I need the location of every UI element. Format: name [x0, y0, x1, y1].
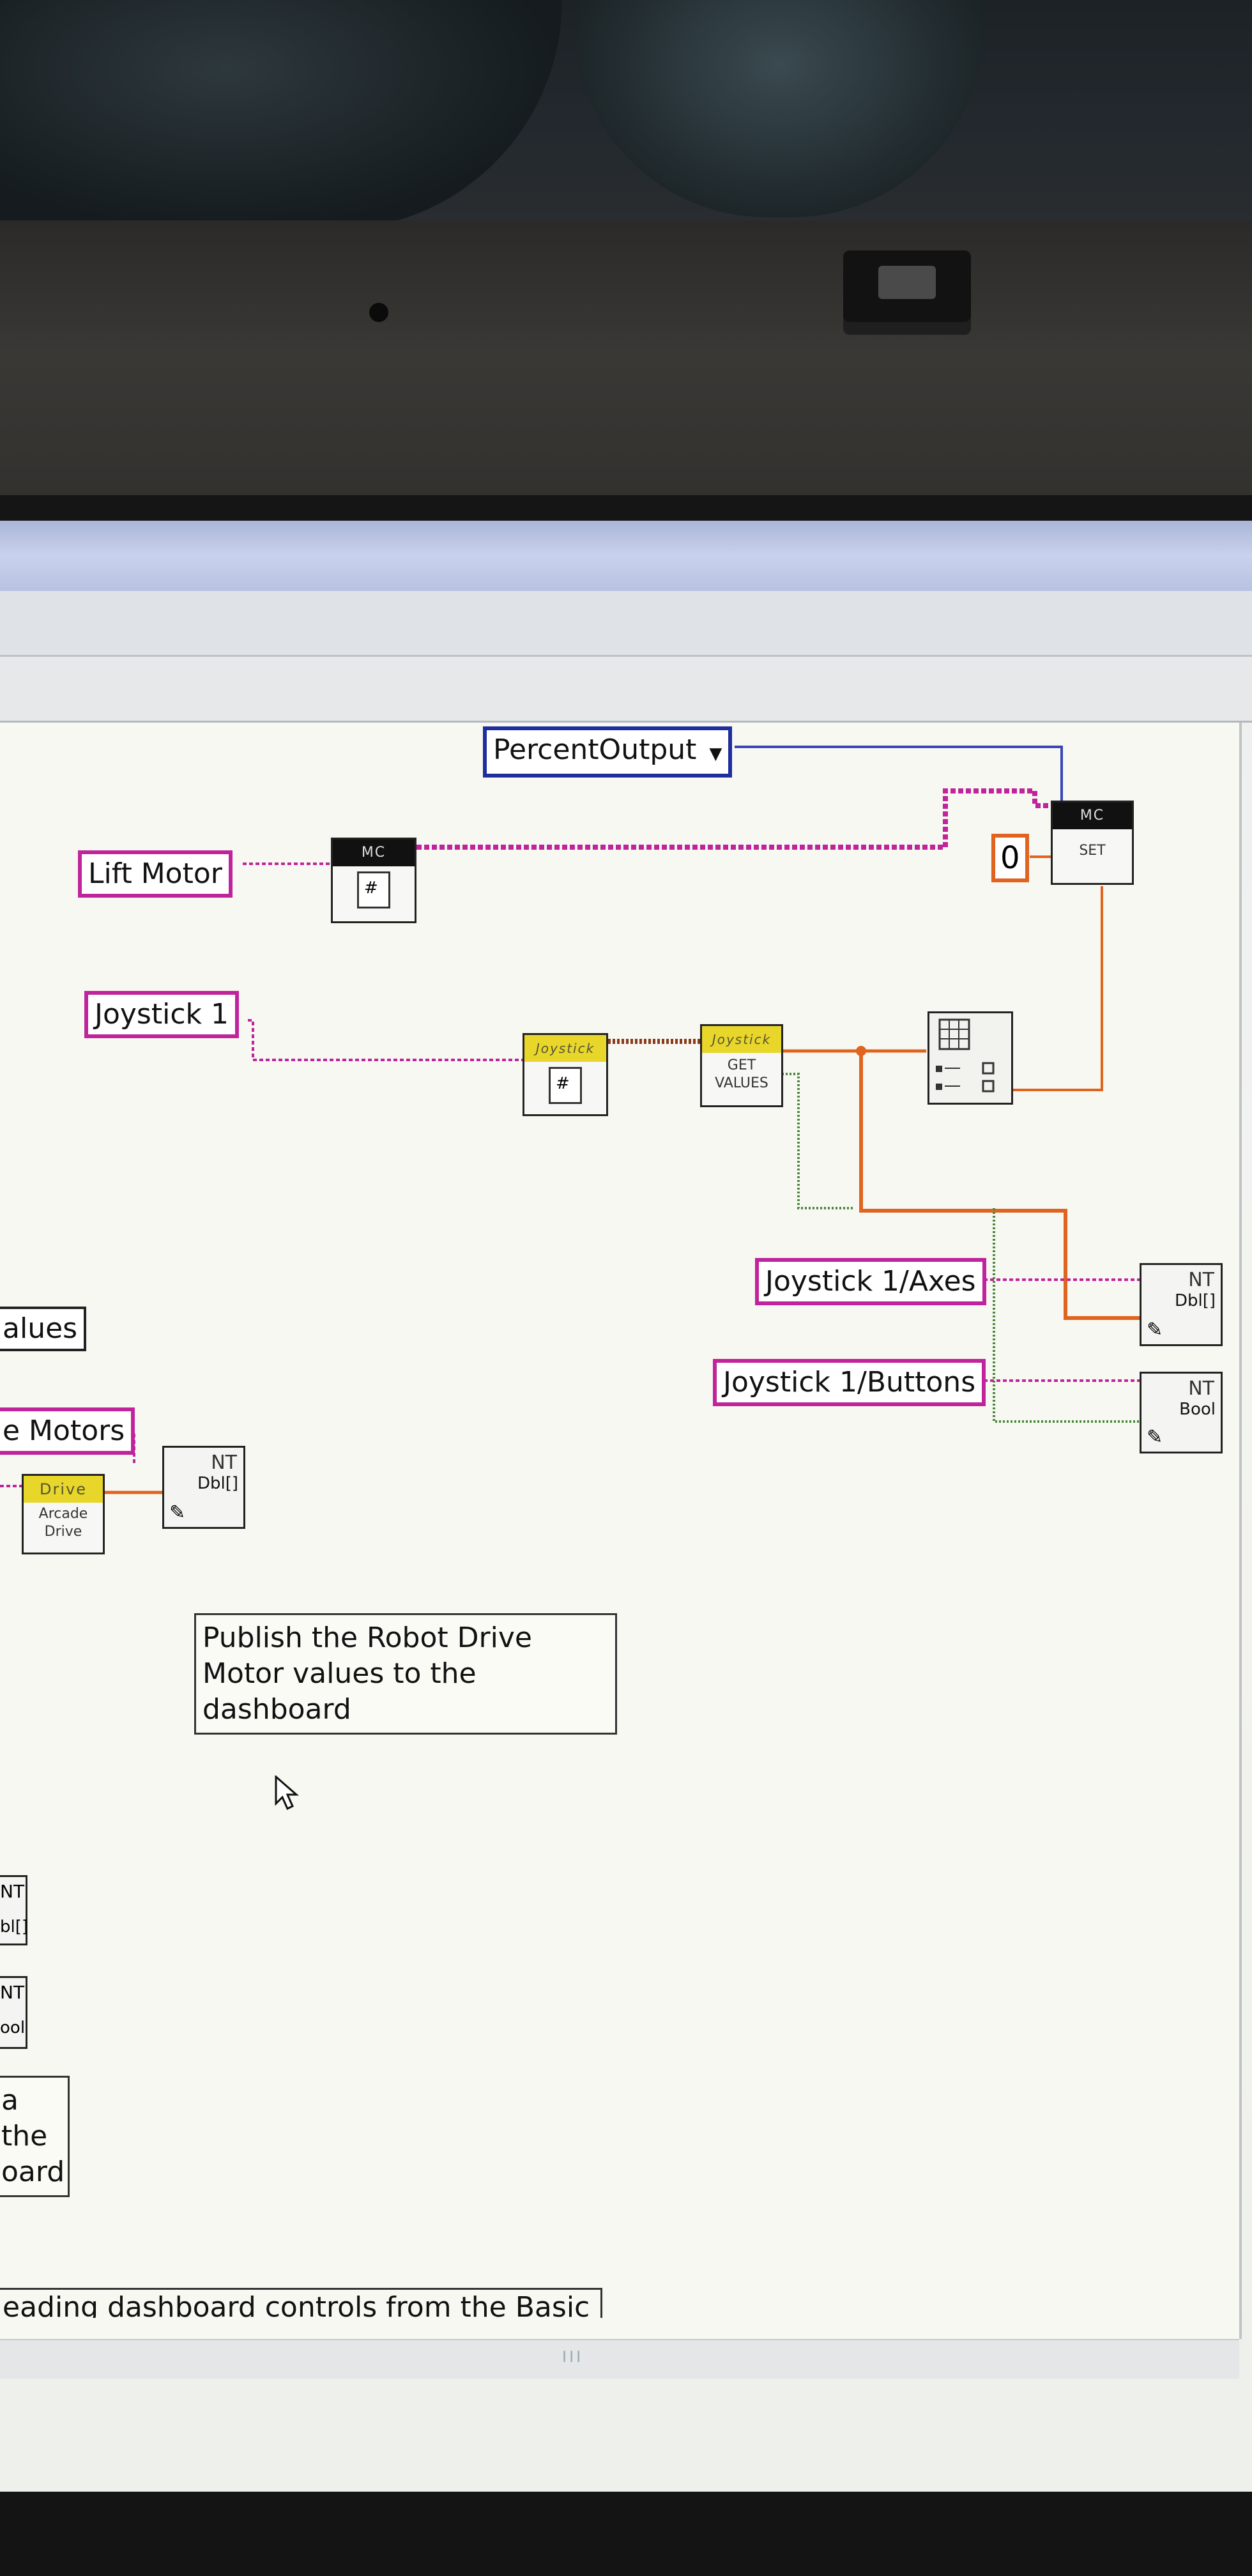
- nt-write-axes-node[interactable]: NT ✎ Dbl[]: [1140, 1263, 1223, 1346]
- laptop-bezel: [0, 220, 1252, 521]
- joystick-get-line2: VALUES: [715, 1075, 768, 1091]
- nt-type-label: Bool: [1179, 1400, 1216, 1419]
- nt-tag-label: NT: [1188, 1377, 1214, 1400]
- arcade-drive-line2: Drive: [44, 1524, 82, 1540]
- nt-partial-tag: NT: [0, 1982, 25, 2003]
- values-partial-label: alues: [3, 1312, 78, 1345]
- nt-type-label: Dbl[]: [1174, 1291, 1216, 1310]
- horizontal-scrollbar[interactable]: [0, 2339, 1239, 2379]
- arcade-drive-header: Drive: [24, 1476, 103, 1503]
- lift-motor-control[interactable]: Lift Motor: [78, 850, 233, 898]
- drive-motors-control-partial[interactable]: e Motors: [0, 1407, 135, 1455]
- refnum-symbol: #: [556, 1074, 570, 1093]
- nt-partial-node-2[interactable]: NT ool: [0, 1976, 27, 2049]
- joystick-buttons-control[interactable]: Joystick 1/Buttons: [713, 1359, 986, 1406]
- dropdown-arrow-icon[interactable]: ▼: [709, 744, 722, 763]
- values-indicator-partial[interactable]: alues: [0, 1307, 87, 1351]
- nt-write-drive-node[interactable]: NT ✎ Dbl[]: [162, 1446, 245, 1529]
- mc-set-header: MC: [1053, 802, 1132, 829]
- comment-partial-line1: a the: [1, 2084, 48, 2152]
- nt-partial-node-1[interactable]: NT bl[]: [0, 1875, 29, 1945]
- mouse-cursor-icon: [275, 1775, 299, 1811]
- webcam-shutter: [878, 266, 936, 299]
- wire-axes-down: [859, 1051, 1141, 1320]
- pencil-icon: ✎: [1147, 1426, 1163, 1448]
- arcade-drive-line1: Arcade: [38, 1506, 88, 1522]
- mc-refnum-header: MC: [333, 839, 415, 866]
- block-diagram[interactable]: PercentOutput ▼ Lift Motor MC # MC SET 0…: [0, 723, 1242, 2339]
- wire-joystick1: [248, 1019, 523, 1061]
- percent-output-enum[interactable]: PercentOutput ▼: [483, 726, 733, 778]
- zero-constant[interactable]: 0: [991, 834, 1029, 882]
- screen: PercentOutput ▼ Lift Motor MC # MC SET 0…: [0, 521, 1252, 2492]
- mc-set-node[interactable]: MC SET: [1051, 801, 1134, 885]
- comment-bottom-text: eading dashboard controls from the Basic…: [3, 2291, 590, 2318]
- comment-partial-line2: oard: [1, 2156, 65, 2188]
- laptop-bottom-bezel: [0, 2492, 1252, 2576]
- index-array-node[interactable]: [928, 1011, 1013, 1105]
- microphone-dot: [369, 303, 388, 322]
- nt-partial-type: ool: [0, 2018, 26, 2037]
- joystick-refnum-node[interactable]: Joystick #: [523, 1033, 608, 1116]
- publish-comment[interactable]: Publish the Robot Drive Motor values to …: [194, 1613, 617, 1735]
- mc-set-label: SET: [1079, 843, 1106, 859]
- nt-type-label: Dbl[]: [197, 1474, 238, 1493]
- document-refnum-icon: #: [549, 1067, 582, 1104]
- window-toolbar[interactable]: [0, 591, 1252, 657]
- wire-buttons-down: [993, 1208, 1141, 1423]
- joystick-get-header: Joystick: [702, 1026, 781, 1053]
- motors-partial-label: e Motors: [3, 1414, 125, 1447]
- window-titlebar[interactable]: [0, 521, 1252, 591]
- arcade-drive-node[interactable]: Drive Arcade Drive: [22, 1474, 105, 1554]
- joystick-axes-label: Joystick 1/Axes: [765, 1265, 976, 1298]
- mc-refnum-node[interactable]: MC #: [331, 838, 416, 923]
- nt-write-buttons-node[interactable]: NT ✎ Bool: [1140, 1372, 1223, 1453]
- wire-junction: [856, 1046, 866, 1056]
- wire-mc-ref-to-set: [416, 788, 1051, 850]
- index-array-icon: [936, 1018, 995, 1092]
- joystick-get-values-node[interactable]: Joystick GET VALUES: [700, 1024, 783, 1107]
- document-refnum-icon: #: [357, 871, 390, 908]
- refnum-symbol: #: [364, 878, 378, 898]
- nt-tag-label: NT: [1188, 1269, 1214, 1291]
- percent-output-label: PercentOutput: [493, 733, 697, 766]
- wire-layer: [0, 746, 1141, 1494]
- publish-comment-text: Publish the Robot Drive Motor values to …: [202, 1621, 532, 1726]
- nt-tag-label: NT: [211, 1452, 237, 1474]
- joystick1-label: Joystick 1: [95, 998, 229, 1031]
- nt-partial-tag: NT: [0, 1881, 25, 1902]
- nt-partial-type: bl[]: [0, 1917, 29, 1936]
- joystick1-control[interactable]: Joystick 1: [84, 991, 239, 1038]
- lift-motor-label: Lift Motor: [88, 857, 222, 890]
- laptop-bezel-lip: [0, 495, 1252, 521]
- wire-index-to-set: [1011, 886, 1103, 1091]
- zero-constant-value: 0: [1000, 840, 1020, 876]
- pencil-icon: ✎: [1147, 1319, 1163, 1341]
- joystick-buttons-label: Joystick 1/Buttons: [723, 1366, 976, 1399]
- joystick-axes-control[interactable]: Joystick 1/Axes: [755, 1258, 986, 1305]
- joystick-refnum-header: Joystick: [524, 1035, 606, 1062]
- pencil-icon: ✎: [169, 1501, 186, 1524]
- window-toolbar-secondary[interactable]: [0, 657, 1252, 723]
- scrollbar-grip-icon[interactable]: III: [562, 2348, 584, 2366]
- comment-partial-bottom[interactable]: eading dashboard controls from the Basic…: [0, 2288, 602, 2318]
- joystick-get-line1: GET: [727, 1057, 756, 1073]
- comment-partial-left[interactable]: a the oard: [0, 2076, 70, 2197]
- wire-percent-output: [735, 746, 1063, 806]
